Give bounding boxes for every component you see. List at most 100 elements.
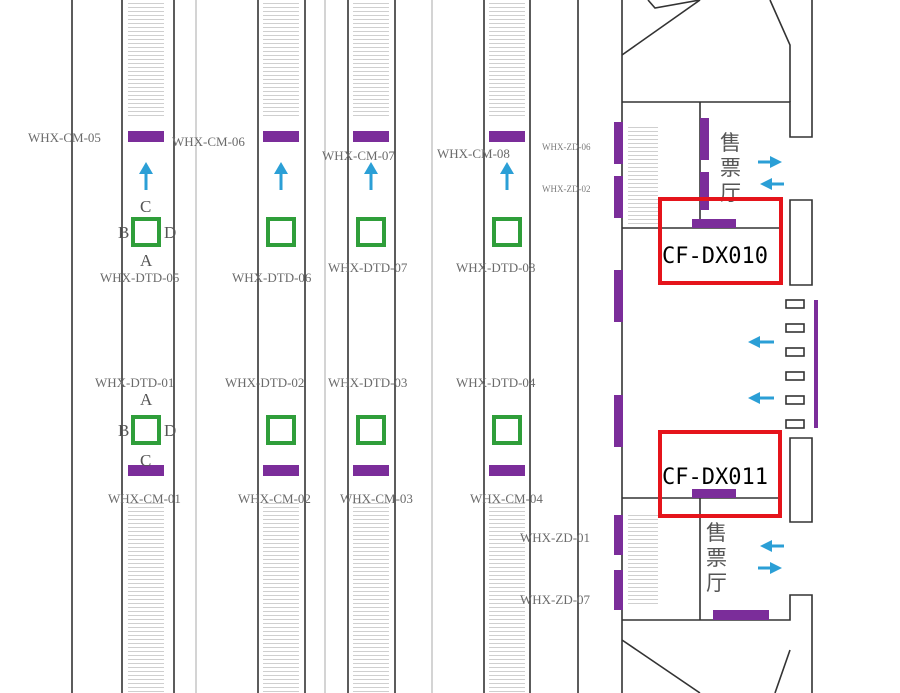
label-cm-top-1: WHX-CM-05 bbox=[28, 130, 101, 145]
purple-bar bbox=[489, 131, 525, 142]
door-marker bbox=[785, 347, 805, 357]
green-box bbox=[492, 217, 522, 247]
purple-bar bbox=[692, 489, 736, 498]
stair-strip bbox=[628, 125, 658, 225]
purple-bar bbox=[128, 465, 164, 476]
arrow-up-icon bbox=[364, 162, 378, 190]
stair-strip bbox=[353, 0, 389, 118]
green-box bbox=[131, 415, 161, 445]
purple-bar bbox=[614, 395, 623, 447]
green-boxes bbox=[131, 217, 522, 445]
stair-strip bbox=[263, 0, 299, 118]
purple-bar bbox=[614, 270, 623, 322]
stair-strip bbox=[489, 500, 525, 693]
highlight-code-bottom: CF-DX011 bbox=[662, 465, 768, 490]
stair-strip bbox=[263, 500, 299, 693]
label-zd-07: WHX-ZD-07 bbox=[520, 592, 591, 607]
ticket-hall-char: 票 bbox=[720, 156, 741, 180]
label-zd-06: WHX-ZD-06 bbox=[542, 142, 591, 152]
door-marker bbox=[785, 419, 805, 429]
purple-bar bbox=[700, 118, 709, 160]
green-box bbox=[356, 217, 386, 247]
label-dtd-top-2: WHX-DTD-06 bbox=[232, 270, 312, 285]
zd-labels: WHX-ZD-06 WHX-ZD-02 WHX-ZD-01 WHX-ZD-07 bbox=[520, 142, 591, 607]
label-dtd-bottom-2: WHX-DTD-02 bbox=[225, 375, 304, 390]
green-box bbox=[266, 415, 296, 445]
green-box bbox=[131, 217, 161, 247]
label-dtd-top-1: WHX-DTD-05 bbox=[100, 270, 179, 285]
blue-arrows bbox=[139, 156, 784, 574]
stair-strip bbox=[128, 500, 164, 693]
stair-strips bbox=[128, 0, 658, 693]
side-letter-bottom: A bbox=[140, 251, 153, 270]
ticket-hall-char: 票 bbox=[706, 546, 727, 570]
arrow-left-icon bbox=[760, 178, 784, 190]
purple-bar bbox=[692, 219, 736, 228]
label-zd-01: WHX-ZD-01 bbox=[520, 530, 590, 545]
arrow-right-icon bbox=[758, 562, 782, 574]
highlight-box bbox=[658, 197, 783, 285]
ticket-hall-char: 厅 bbox=[706, 571, 727, 595]
green-box bbox=[266, 217, 296, 247]
purple-bar bbox=[614, 176, 623, 218]
door-marker bbox=[785, 299, 805, 309]
ticket-hall-top: 售 票 厅 bbox=[720, 131, 741, 205]
label-cm-top-4: WHX-CM-08 bbox=[437, 146, 510, 161]
highlight-bottom: CF-DX011 bbox=[658, 430, 782, 518]
label-dtd-top-4: WHX-DTD-08 bbox=[456, 260, 535, 275]
side-letter-left-lower: B bbox=[118, 421, 129, 440]
label-cm-bottom-2: WHX-CM-02 bbox=[238, 491, 311, 506]
arrow-left-icon bbox=[760, 540, 784, 552]
arrow-left-icon bbox=[748, 392, 774, 404]
arrow-up-icon bbox=[139, 162, 153, 190]
side-letter-left: B bbox=[118, 223, 129, 242]
side-letter-top-lower: A bbox=[140, 390, 153, 409]
side-letter-right: D bbox=[164, 223, 176, 242]
purple-bar bbox=[263, 131, 299, 142]
purple-bar bbox=[489, 465, 525, 476]
stair-strip bbox=[628, 515, 658, 605]
highlight-box bbox=[658, 430, 782, 518]
green-box bbox=[492, 415, 522, 445]
ticket-hall-char: 售 bbox=[720, 131, 741, 155]
purple-bar bbox=[814, 300, 818, 428]
arrow-right-icon bbox=[758, 156, 782, 168]
side-letters: C B D A A B D C bbox=[118, 197, 176, 470]
label-cm-top-2: WHX-CM-06 bbox=[172, 134, 245, 149]
label-zd-02: WHX-ZD-02 bbox=[542, 184, 591, 194]
label-cm-bottom-4: WHX-CM-04 bbox=[470, 491, 543, 506]
label-dtd-top-3: WHX-DTD-07 bbox=[328, 260, 408, 275]
purple-bar bbox=[263, 465, 299, 476]
label-dtd-bottom-4: WHX-DTD-04 bbox=[456, 375, 536, 390]
purple-bar bbox=[700, 172, 709, 210]
stair-strip bbox=[353, 500, 389, 693]
highlight-code-top: CF-DX010 bbox=[662, 244, 768, 269]
arrow-up-icon bbox=[274, 162, 288, 190]
purple-bar bbox=[614, 122, 623, 164]
label-dtd-bottom-1: WHX-DTD-01 bbox=[95, 375, 174, 390]
label-cm-top-3: WHX-CM-07 bbox=[322, 148, 395, 163]
door-marker bbox=[785, 323, 805, 333]
side-letter-bottom-lower: C bbox=[140, 451, 151, 470]
door-marker bbox=[785, 371, 805, 381]
ticket-hall-char: 厅 bbox=[720, 181, 741, 205]
side-letter-top: C bbox=[140, 197, 151, 216]
stair-strip bbox=[489, 0, 525, 118]
arrow-up-icon bbox=[500, 162, 514, 190]
purple-bar bbox=[353, 465, 389, 476]
label-dtd-bottom-3: WHX-DTD-03 bbox=[328, 375, 407, 390]
highlight-top: CF-DX010 bbox=[658, 197, 783, 285]
corridor-walls bbox=[71, 0, 579, 693]
door-marker bbox=[785, 395, 805, 405]
purple-bar bbox=[353, 131, 389, 142]
door-markers bbox=[785, 299, 805, 429]
purple-bar bbox=[128, 131, 164, 142]
green-box bbox=[356, 415, 386, 445]
purple-bars bbox=[128, 118, 818, 620]
stair-strip bbox=[128, 0, 164, 118]
purple-bar bbox=[713, 610, 769, 620]
corridor-labels: WHX-CM-05 WHX-CM-06 WHX-CM-07 WHX-CM-08 … bbox=[28, 130, 543, 506]
arrow-left-icon bbox=[748, 336, 774, 348]
purple-bar bbox=[614, 515, 623, 555]
